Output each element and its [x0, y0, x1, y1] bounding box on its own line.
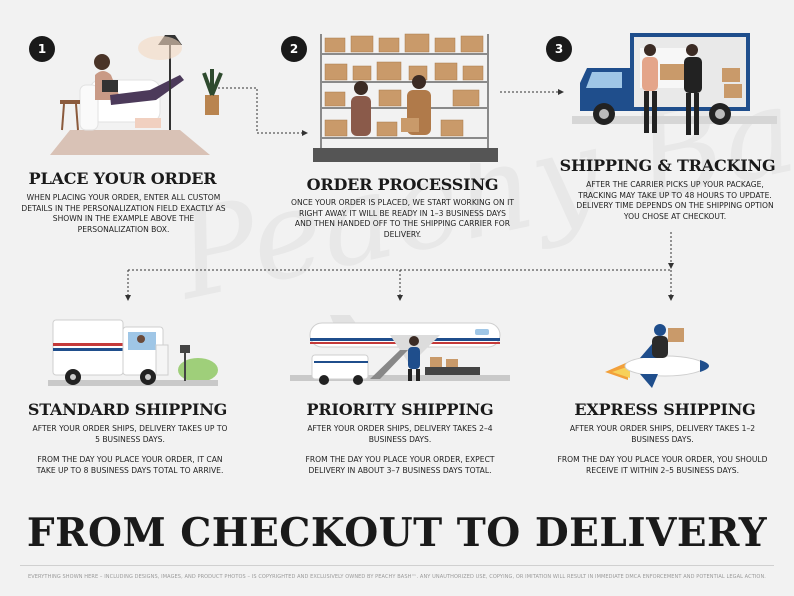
standard-shipping-heading: STANDARD SHIPPING — [27, 400, 228, 419]
standard-shipping-description: AFTER YOUR ORDER SHIPS, DELIVERY TAKES U… — [30, 424, 230, 476]
copyright-footer: EVERYTHING SHOWN HERE – INCLUDING DESIGN… — [27, 574, 766, 580]
express-shipping-line2: FROM THE DAY YOU PLACE YOUR ORDER, YOU S… — [557, 455, 768, 475]
step-3-description: AFTER THE CARRIER PICKS UP YOUR PACKAGE,… — [576, 180, 774, 221]
express-shipping-heading: EXPRESS SHIPPING — [574, 400, 756, 419]
place-order-illustration — [50, 35, 223, 155]
standard-shipping-line2: FROM THE DAY YOU PLACE YOUR ORDER, IT CA… — [36, 455, 224, 475]
order-processing-illustration — [313, 33, 498, 163]
priority-shipping-line1: AFTER YOUR ORDER SHIPS, DELIVERY TAKES 2… — [307, 424, 493, 444]
connector-1-to-2 — [218, 87, 308, 136]
step-1-heading: PLACE YOUR ORDER — [28, 169, 217, 188]
step-3-badge: 3 — [546, 36, 572, 62]
priority-shipping-line2: FROM THE DAY YOU PLACE YOUR ORDER, EXPEC… — [305, 455, 495, 475]
step-2-description: ONCE YOUR ORDER IS PLACED, WE START WORK… — [291, 198, 514, 239]
footer-divider — [20, 565, 774, 566]
express-shipping-line1: AFTER YOUR ORDER SHIPS, DELIVERY TAKES 1… — [569, 424, 756, 444]
standard-shipping-illustration — [48, 319, 218, 386]
step-1-badge: 1 — [29, 36, 55, 62]
express-shipping-description: AFTER YOUR ORDER SHIPS, DELIVERY TAKES 1… — [555, 424, 770, 476]
priority-shipping-description: AFTER YOUR ORDER SHIPS, DELIVERY TAKES 2… — [295, 424, 505, 476]
shipping-tracking-illustration — [572, 33, 777, 135]
step-1-description: WHEN PLACING YOUR ORDER, ENTER ALL CUSTO… — [21, 193, 226, 234]
step-3-heading: SHIPPING & TRACKING — [559, 156, 776, 175]
step-2-heading: ORDER PROCESSING — [306, 175, 499, 194]
priority-shipping-illustration — [290, 315, 510, 385]
standard-shipping-line1: AFTER YOUR ORDER SHIPS, DELIVERY TAKES U… — [32, 424, 228, 444]
step-2-badge: 2 — [281, 36, 307, 62]
flow-connectors — [125, 87, 674, 301]
express-shipping-illustration — [605, 324, 709, 388]
priority-shipping-heading: PRIORITY SHIPPING — [306, 400, 494, 419]
page-title: FROM CHECKOUT TO DELIVERY — [26, 510, 768, 556]
